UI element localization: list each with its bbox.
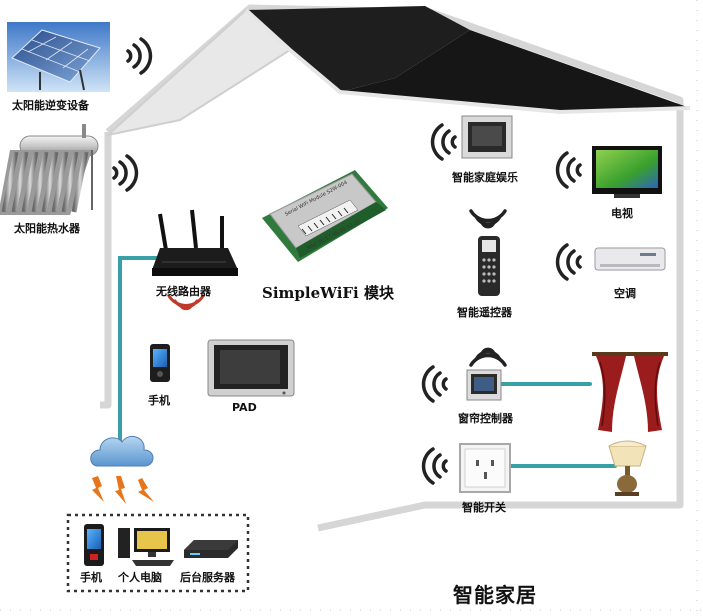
router-icon bbox=[152, 209, 238, 276]
label-solar-water-heater: 太阳能热水器 bbox=[14, 222, 80, 235]
label-solar-inverter: 太阳能逆变设备 bbox=[12, 99, 89, 112]
label-remote: 智能遥控器 bbox=[457, 306, 512, 319]
link-lines bbox=[118, 256, 617, 468]
cloud-icon bbox=[90, 435, 154, 467]
label-server: 后台服务器 bbox=[180, 571, 235, 584]
wifi-signal-icon bbox=[112, 154, 139, 192]
label-phone: 手机 bbox=[148, 394, 170, 407]
wifi-signal-icon bbox=[126, 37, 153, 75]
label-pad: PAD bbox=[232, 401, 257, 414]
lightning-icon bbox=[92, 476, 154, 504]
label-tv: 电视 bbox=[611, 207, 633, 220]
diagram-title: 智能家居 bbox=[453, 583, 537, 607]
curtain-icon bbox=[592, 352, 668, 432]
wall-switch-icon bbox=[459, 443, 511, 493]
wifi-signal-icon bbox=[421, 365, 448, 403]
entertainment-panel-icon bbox=[461, 115, 513, 159]
air-conditioner-icon bbox=[594, 247, 666, 271]
curtain-controller-icon bbox=[466, 369, 502, 401]
label-router: 无线路由器 bbox=[156, 285, 211, 298]
label-ac: 空调 bbox=[614, 287, 636, 300]
wifi-signal-icon bbox=[555, 243, 582, 281]
water-heater-icon bbox=[0, 124, 99, 215]
wifi-signal-icon bbox=[469, 347, 507, 367]
solar-panel-icon bbox=[7, 22, 110, 92]
label-pc: 个人电脑 bbox=[118, 571, 162, 584]
tv-icon bbox=[592, 146, 662, 198]
tablet-icon bbox=[207, 339, 295, 397]
remote-icon bbox=[478, 236, 500, 296]
server-icon bbox=[184, 540, 238, 558]
label-curtain-controller: 窗帘控制器 bbox=[458, 412, 513, 425]
label-home-entertainment: 智能家庭娱乐 bbox=[452, 171, 518, 184]
label-smart-switch: 智能开关 bbox=[462, 501, 506, 514]
wifi-signal-icon bbox=[430, 123, 457, 161]
label-module: SimpleWiFi 模块 bbox=[262, 284, 394, 302]
wifi-signal-icon bbox=[555, 151, 582, 189]
house-outline bbox=[100, 4, 684, 532]
wifi-signal-icon bbox=[421, 447, 448, 485]
wifi-module-icon: Serial WiFi Module S2W-004 MAC 00:17:9E:… bbox=[262, 170, 388, 262]
lamp-icon bbox=[608, 440, 647, 496]
roof bbox=[104, 6, 691, 137]
pc-icon bbox=[118, 528, 174, 566]
phone-icon bbox=[150, 344, 170, 382]
label-terminal-phone: 手机 bbox=[80, 571, 102, 584]
phone-icon bbox=[84, 524, 104, 566]
wifi-signal-icon bbox=[469, 209, 507, 229]
signal-arcs bbox=[112, 37, 582, 485]
terminals-box bbox=[66, 513, 250, 593]
wifi-signal-icon bbox=[167, 294, 205, 311]
